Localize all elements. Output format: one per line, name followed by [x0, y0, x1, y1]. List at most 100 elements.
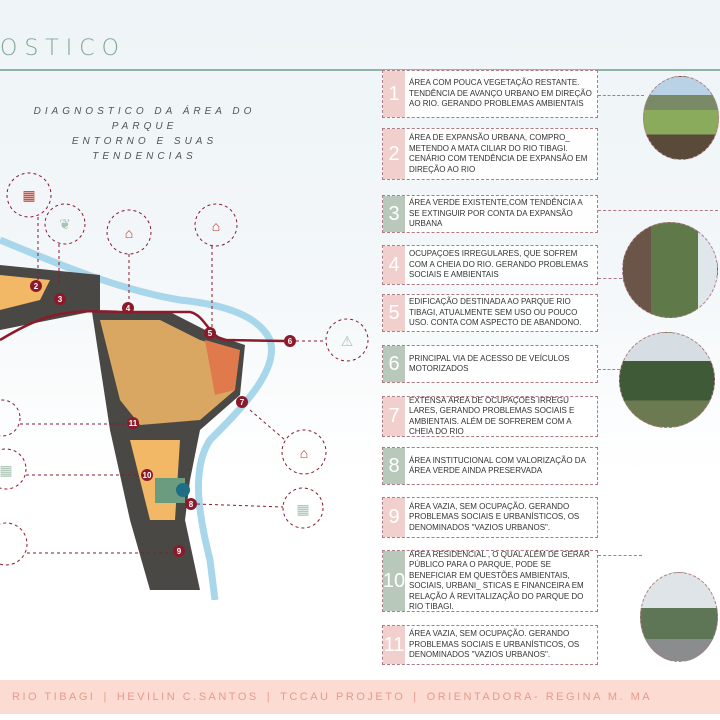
card-number: 6 — [383, 346, 405, 382]
svg-text:2: 2 — [34, 282, 39, 291]
svg-text:▦: ▦ — [296, 501, 309, 517]
card-text: PRINCIPAL VIA DE ACESSO DE VEÍCULOS MOTO… — [409, 353, 570, 374]
map-icons — [0, 172, 369, 566]
card-text: ÁREA VAZIA, SEM OCUPAÇÃO. GERANDO PROBLE… — [409, 501, 580, 532]
empty-lot-icon — [0, 399, 21, 437]
footer-separator: | — [266, 691, 273, 703]
card-number: 10 — [383, 551, 405, 611]
subtitle-line-2: ENTORNO E SUAS TENDENCIAS — [71, 136, 218, 162]
footer-bar: RIO TIBAGI | HEVILIN C.SANTOS | TCCAU PROJ… — [0, 680, 720, 714]
card-number: 4 — [383, 246, 405, 284]
site-photo-3 — [619, 332, 715, 428]
leaf-icon — [44, 203, 86, 245]
footer-project: RIO TIBAGI — [12, 691, 96, 703]
footer-author: HEVILIN C.SANTOS — [116, 691, 259, 703]
svg-text:3: 3 — [58, 295, 63, 304]
svg-text:⌂: ⌂ — [300, 445, 308, 461]
card-text: ÁREA RESIDENCIAL , O QUAL ALÉM DE GERAR … — [409, 549, 590, 612]
marker-3: 3 — [54, 293, 66, 305]
irregular-occupation — [205, 340, 240, 395]
card-number: 5 — [383, 295, 405, 331]
card-text: EDIFICAÇÃO DESTINADA AO PARQUE RIO TIBAG… — [409, 297, 582, 328]
marker-10: 10 — [141, 469, 153, 481]
card-number: 8 — [383, 448, 405, 484]
pond — [176, 483, 190, 497]
title-divider — [0, 69, 720, 71]
marker-8: 8 — [185, 498, 197, 510]
map-subtitle: DIAGNOSTICO DA ÁREA DO PARQUE ENTORNO E … — [22, 104, 267, 164]
marker-9: 9 — [173, 545, 185, 557]
card-text: ÁREA VERDE EXISTENTE,COM TENDÊNCIA A SE … — [409, 198, 583, 229]
marker-11: 11 — [127, 417, 139, 429]
card-number: 11 — [383, 626, 405, 664]
empty-lot-icon-2 — [0, 522, 28, 566]
svg-text:6: 6 — [288, 337, 293, 346]
flood-house-icon — [281, 429, 327, 475]
icon-glyphs: ▦ ❦ ⌂ ⌂ ⚠ ⌂ ▦ ▦ — [0, 187, 353, 517]
connector-line — [598, 555, 642, 556]
marker-6: 6 — [284, 335, 296, 347]
footer-course: TCCAU PROJETO — [280, 691, 406, 703]
card-number: 3 — [383, 196, 405, 232]
card-number: 9 — [383, 498, 405, 537]
connector-line — [598, 369, 620, 370]
footer-separator: | — [413, 691, 419, 703]
card-text: EXTENSA ÁREA DE OCUPAÇOES IRREGU LARES, … — [409, 395, 575, 437]
svg-text:4: 4 — [126, 304, 131, 313]
svg-text:10: 10 — [143, 471, 152, 480]
card-number: 7 — [383, 397, 405, 436]
card-text: ÁREA DE EXPANSÃO URBANA, COMPRO_ METENDO… — [409, 133, 588, 174]
map-markers: 2 3 4 5 6 7 8 9 10 11 — [30, 280, 296, 557]
connector-line — [598, 95, 644, 96]
site-photo-2 — [622, 222, 718, 318]
house-icon — [106, 209, 152, 255]
marker-2: 2 — [30, 280, 42, 292]
card-text: OCUPAÇOES IRREGULARES, QUE SOFREM COM A … — [409, 249, 589, 280]
urban-blocks — [100, 320, 235, 425]
road-icon — [325, 318, 369, 362]
svg-text:⌂: ⌂ — [125, 225, 133, 241]
footer-separator: | — [103, 691, 109, 703]
footer-advisor: ORIENTADORA- REGINA M. MA — [426, 691, 653, 703]
site-photo-1 — [643, 76, 719, 160]
svg-text:5: 5 — [208, 329, 213, 338]
connector-line — [598, 210, 718, 211]
marker-4: 4 — [122, 302, 134, 314]
svg-text:7: 7 — [240, 398, 245, 407]
buildings-icon — [6, 172, 52, 218]
svg-text:❦: ❦ — [59, 216, 71, 232]
svg-text:⌂: ⌂ — [212, 218, 220, 234]
site-photo-4 — [640, 572, 718, 662]
svg-text:11: 11 — [129, 419, 138, 428]
site-map: 2 3 4 5 6 7 8 9 10 11 ▦ ❦ ⌂ ⌂ ⚠ ⌂ ▦ ▦ — [0, 172, 369, 600]
institutional-icon — [282, 487, 324, 529]
card-text: ÁREA INSTITUCIONAL COM VALORIZAÇÃO DA ÁR… — [409, 455, 586, 476]
residential-icon — [0, 448, 27, 490]
abandoned-house-icon — [194, 203, 238, 247]
card-text: ÁREA VAZIA, SEM OCUPAÇÃO. GERANDO PROBLE… — [409, 629, 580, 660]
svg-text:8: 8 — [189, 500, 194, 509]
card-text: ÁREA COM POUCA VEGETAÇÃO RESTANTE. TENDÊ… — [409, 78, 592, 109]
connector-line — [598, 278, 622, 279]
svg-text:9: 9 — [177, 547, 182, 556]
marker-7: 7 — [236, 396, 248, 408]
card-number: 2 — [383, 129, 405, 179]
subtitle-line-1: DIAGNOSTICO DA ÁREA DO PARQUE — [33, 106, 256, 132]
card-number: 1 — [383, 71, 405, 117]
page-title: OSTICO — [0, 36, 126, 61]
svg-text:▦: ▦ — [0, 462, 13, 478]
svg-text:⚠: ⚠ — [341, 333, 354, 349]
svg-text:▦: ▦ — [22, 187, 35, 203]
marker-5: 5 — [204, 327, 216, 339]
